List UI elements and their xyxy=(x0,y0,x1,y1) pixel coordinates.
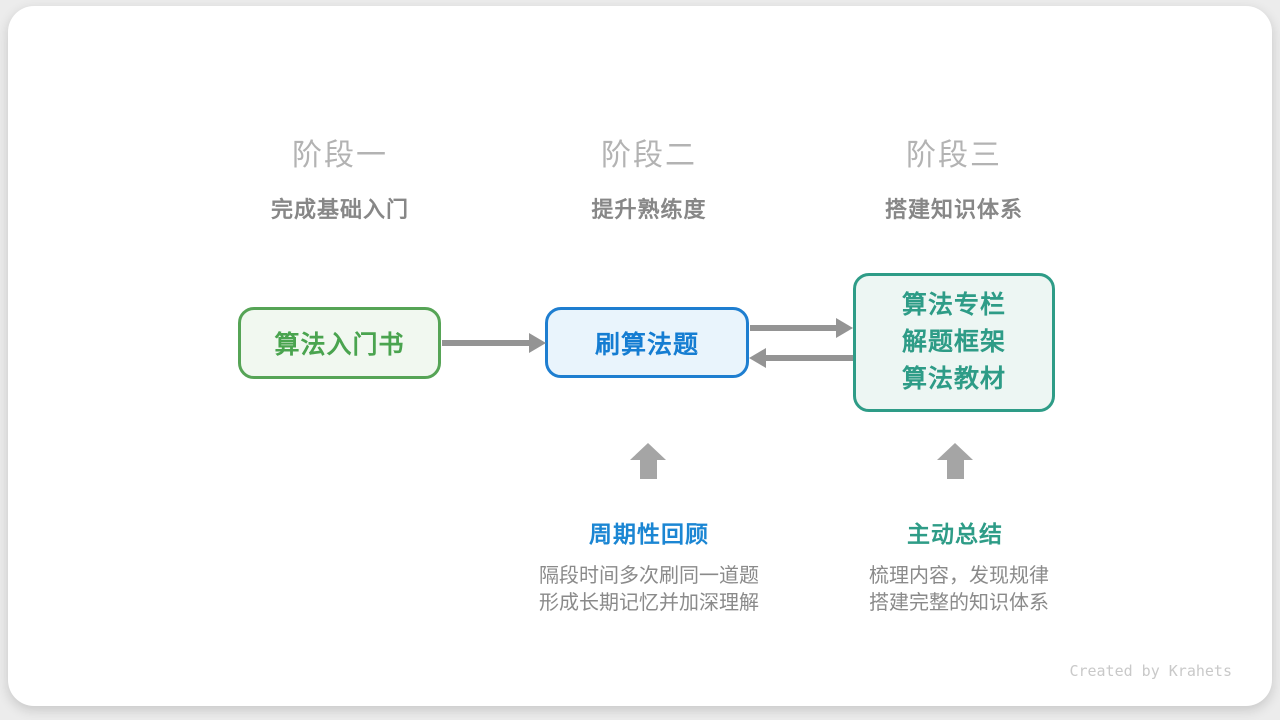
arrow-up-icon xyxy=(937,443,973,479)
arrow-stem xyxy=(765,355,853,361)
arrow-stem xyxy=(750,325,838,331)
arrow-head xyxy=(937,443,973,460)
arrow-right-icon xyxy=(749,318,853,338)
arrow-head xyxy=(529,333,546,353)
stage-2-subtitle: 提升熟练度 xyxy=(591,197,707,222)
arrow-head xyxy=(836,318,853,338)
summary-title: 主动总结 xyxy=(907,521,1003,547)
knowledge-system-line-2: 解题框架 xyxy=(901,328,1006,356)
stage-1-subtitle: 完成基础入门 xyxy=(270,197,409,222)
arrow-head xyxy=(749,348,766,368)
knowledge-system-line-3: 算法教材 xyxy=(901,365,1006,393)
summary-description: 梳理内容，发现规律 搭建完整的知识体系 xyxy=(799,563,1119,617)
stage-3-header: 阶段三 搭建知识体系 xyxy=(794,130,1114,224)
intro-book-label: 算法入门书 xyxy=(274,331,405,359)
stage-1-title: 阶段一 xyxy=(292,139,388,172)
summary-description-line-2: 搭建完整的知识体系 xyxy=(869,592,1049,614)
arrow-stem xyxy=(442,340,530,346)
arrow-up-icon xyxy=(630,443,666,479)
credit-text: Created by Krahets xyxy=(1069,662,1232,680)
review-title: 周期性回顾 xyxy=(589,521,709,547)
summary-description-line-1: 梳理内容，发现规律 xyxy=(869,565,1049,587)
arrow-stem xyxy=(946,460,964,479)
review-description-line-2: 形成长期记忆并加深理解 xyxy=(539,592,759,614)
review-description: 隔段时间多次刷同一道题 形成长期记忆并加深理解 xyxy=(489,563,809,617)
practice-problems-label: 刷算法题 xyxy=(594,330,699,359)
stage-3-title: 阶段三 xyxy=(906,139,1002,172)
stage-3-subtitle: 搭建知识体系 xyxy=(884,197,1023,222)
arrow-left-icon xyxy=(749,348,853,368)
review-description-line-1: 隔段时间多次刷同一道题 xyxy=(539,565,759,587)
arrow-right-icon xyxy=(442,333,546,353)
stage-1-header: 阶段一 完成基础入门 xyxy=(180,130,500,224)
arrow-stem xyxy=(639,460,657,479)
knowledge-system-box: 算法专栏 解题框架 算法教材 xyxy=(853,273,1055,412)
stage-2-header: 阶段二 提升熟练度 xyxy=(489,130,809,224)
practice-problems-box: 刷算法题 xyxy=(545,307,749,378)
knowledge-system-line-1: 算法专栏 xyxy=(901,291,1006,319)
intro-book-box: 算法入门书 xyxy=(238,307,441,379)
stage-2-title: 阶段二 xyxy=(601,139,697,172)
arrow-head xyxy=(630,443,666,460)
diagram-card: 阶段一 完成基础入门 阶段二 提升熟练度 阶段三 搭建知识体系 算法入门书 刷算… xyxy=(8,6,1272,706)
